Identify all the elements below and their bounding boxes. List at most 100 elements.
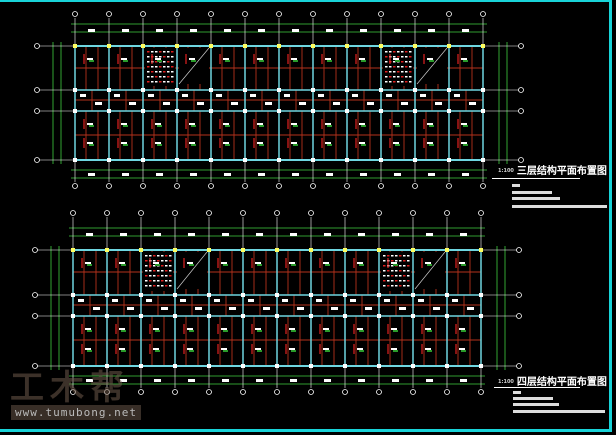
rebar-label [189, 350, 194, 352]
rebar-label [393, 264, 398, 266]
slab-hatch [387, 280, 390, 282]
dimension-text [188, 379, 195, 382]
slab-hatch [383, 255, 386, 257]
slab-hatch [165, 280, 168, 282]
slab-hatch [163, 56, 166, 58]
axis-bubble [206, 389, 212, 395]
column [107, 158, 111, 162]
rebar-label [291, 350, 296, 352]
slab-hatch [383, 260, 386, 262]
slab-hatch [171, 66, 174, 68]
slab-hatch [171, 56, 174, 58]
slab-hatch [159, 76, 162, 78]
slab-hatch [161, 275, 164, 277]
column [447, 88, 451, 92]
column [445, 314, 449, 318]
slab-hatch [393, 66, 396, 68]
slab-hatch [389, 76, 392, 78]
beam-label [352, 94, 358, 97]
rebar-label [87, 58, 93, 60]
rebar-label [427, 123, 433, 125]
rebar-label [85, 328, 91, 330]
rebar-label [463, 144, 468, 146]
dimension-text [358, 379, 365, 382]
dimension-text [156, 29, 163, 32]
rebar-label [461, 142, 467, 144]
dimension-text [460, 233, 467, 236]
slab-hatch [157, 285, 160, 287]
axis-bubble [410, 389, 416, 395]
slab-hatch [153, 275, 156, 277]
slab-hatch [147, 76, 150, 78]
slab-hatch [165, 285, 168, 287]
rebar-label [191, 144, 196, 146]
dimension-text [324, 379, 331, 382]
rebar-label [189, 330, 194, 332]
column [209, 88, 213, 92]
axis-bubble [342, 389, 348, 395]
column [107, 109, 111, 113]
slab-hatch [393, 61, 396, 63]
slab-hatch [395, 260, 398, 262]
rebar-label [257, 123, 263, 125]
column [479, 364, 483, 368]
axis-bubble [140, 183, 146, 189]
axis-bubble [276, 11, 282, 17]
axis-bubble [378, 11, 384, 17]
rebar-label [357, 262, 363, 264]
column [175, 158, 179, 162]
slab-hatch [149, 255, 152, 257]
rebar-label [289, 348, 295, 350]
column [141, 109, 145, 113]
rebar-label [291, 123, 297, 125]
column [175, 88, 179, 92]
slab-hatch [399, 260, 402, 262]
rebar-label [225, 144, 230, 146]
rebar-label [119, 348, 125, 350]
slab-hatch [155, 51, 158, 53]
rebar-label [459, 348, 465, 350]
slab-hatch [163, 66, 166, 68]
slab-hatch [167, 51, 170, 53]
dimension-text [358, 233, 365, 236]
slab-hatch [161, 265, 164, 267]
slab-hatch [395, 255, 398, 257]
slab-hatch [399, 280, 402, 282]
slab-hatch [145, 285, 148, 287]
rebar-label [361, 125, 366, 127]
column [107, 44, 111, 48]
slab-hatch [163, 76, 166, 78]
axis-bubble [242, 183, 248, 189]
dimension-text [154, 379, 161, 382]
column [377, 248, 381, 252]
column [445, 293, 449, 297]
column [241, 364, 245, 368]
column [275, 248, 279, 252]
axis-bubble [34, 157, 40, 163]
dimension-text [88, 29, 95, 32]
axis-bubble [172, 389, 178, 395]
axis-bubble [516, 247, 522, 253]
column [173, 314, 177, 318]
dimension-text [392, 233, 399, 236]
slab-hatch [399, 285, 402, 287]
slab-hatch [383, 275, 386, 277]
slab-hatch [403, 265, 406, 267]
rebar-label [153, 262, 159, 264]
slab-hatch [167, 81, 170, 83]
rebar-label [123, 144, 128, 146]
slab-hatch [399, 270, 402, 272]
axis-bubble [72, 183, 78, 189]
rebar-label [221, 328, 227, 330]
dimension-text [258, 173, 265, 176]
dimension-text [460, 379, 467, 382]
axis-bubble [240, 389, 246, 395]
rebar-label [325, 142, 331, 144]
slab-hatch [405, 81, 408, 83]
slab-hatch [389, 66, 392, 68]
rebar-label [189, 264, 194, 266]
dimension-text [290, 233, 297, 236]
dimension-text [86, 233, 93, 236]
axis-bubble [308, 210, 314, 216]
